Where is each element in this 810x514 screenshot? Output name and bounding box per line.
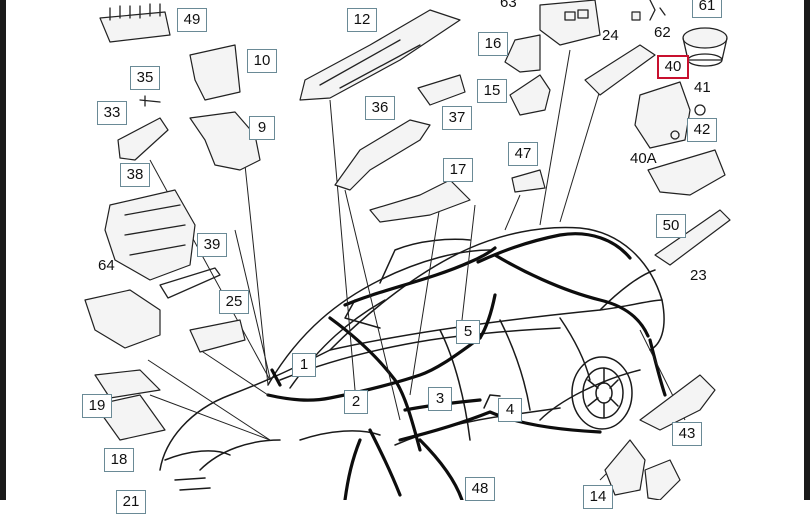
callout-39[interactable]: 39: [197, 233, 227, 257]
callout-21[interactable]: 21: [116, 490, 146, 514]
label-62[interactable]: 62: [654, 24, 671, 41]
exploded-view-drawing: [84, 0, 731, 500]
callout-10[interactable]: 10: [247, 49, 277, 73]
callout-14[interactable]: 14: [583, 485, 613, 509]
part-33-holder: [117, 117, 169, 161]
part-9-housing: [189, 111, 261, 171]
callout-42[interactable]: 42: [687, 118, 717, 142]
label-63[interactable]: 63: [500, 0, 517, 11]
callout-9[interactable]: 9: [249, 116, 275, 140]
callout-3[interactable]: 3: [428, 387, 452, 411]
part-39-handle: [159, 267, 221, 299]
callout-1[interactable]: 1: [292, 353, 316, 377]
callout-61[interactable]: 61: [692, 0, 722, 18]
callout-15[interactable]: 15: [477, 79, 507, 103]
callout-40-highlighted[interactable]: 40: [657, 55, 689, 79]
part-49-relay-holder: [99, 3, 171, 43]
part-61-grommet: [682, 27, 728, 67]
part-50-shield: [647, 149, 726, 196]
callout-35[interactable]: 35: [130, 66, 160, 90]
part-64-bracket: [84, 289, 161, 349]
part-17-bracket: [369, 179, 471, 223]
part-10-cover: [189, 44, 241, 101]
part-35-screw: [139, 95, 161, 107]
part-37-plate: [417, 74, 466, 106]
part-25-connector: [189, 319, 246, 353]
callout-50[interactable]: 50: [656, 214, 686, 238]
right-border: [804, 0, 810, 500]
callout-49[interactable]: 49: [177, 8, 207, 32]
part-14-bracket: [604, 439, 681, 500]
label-40A[interactable]: 40A: [630, 150, 657, 167]
part-12-bracket: [299, 9, 461, 101]
callout-2[interactable]: 2: [344, 390, 368, 414]
callout-4[interactable]: 4: [498, 398, 522, 422]
part-47-clip: [511, 169, 546, 193]
callout-18[interactable]: 18: [104, 448, 134, 472]
callout-36[interactable]: 36: [365, 96, 395, 120]
callout-19[interactable]: 19: [82, 394, 112, 418]
callout-37[interactable]: 37: [442, 106, 472, 130]
part-16-bracket: [504, 34, 541, 73]
label-41[interactable]: 41: [694, 79, 711, 96]
part-23-duct: [654, 209, 731, 266]
label-23[interactable]: 23: [690, 267, 707, 284]
callout-16[interactable]: 16: [478, 32, 508, 56]
rear-wheel: [571, 356, 633, 430]
part-15-clip: [509, 74, 551, 116]
label-64[interactable]: 64: [98, 257, 115, 274]
callout-33[interactable]: 33: [97, 101, 127, 125]
callout-17[interactable]: 17: [443, 158, 473, 182]
left-border: [0, 0, 6, 500]
callout-43[interactable]: 43: [672, 422, 702, 446]
part-36-bracket: [334, 119, 431, 191]
callout-25[interactable]: 25: [219, 290, 249, 314]
wiring-harness: [266, 232, 667, 500]
car-body-outline: [159, 226, 665, 491]
callout-38[interactable]: 38: [120, 163, 150, 187]
label-24[interactable]: 24: [602, 27, 619, 44]
part-63-relay-carrier: [539, 0, 601, 46]
part-43-bracket: [639, 374, 716, 431]
part-62-bolt: [631, 0, 666, 21]
callout-5[interactable]: 5: [456, 320, 480, 344]
part-40-control-unit: [634, 81, 706, 149]
callout-12[interactable]: 12: [347, 8, 377, 32]
part-38-fuse-box: [104, 189, 196, 281]
part-24-duct: [584, 44, 656, 96]
callout-47[interactable]: 47: [508, 142, 538, 166]
callout-48[interactable]: 48: [465, 477, 495, 501]
part-19-tray: [94, 369, 166, 441]
